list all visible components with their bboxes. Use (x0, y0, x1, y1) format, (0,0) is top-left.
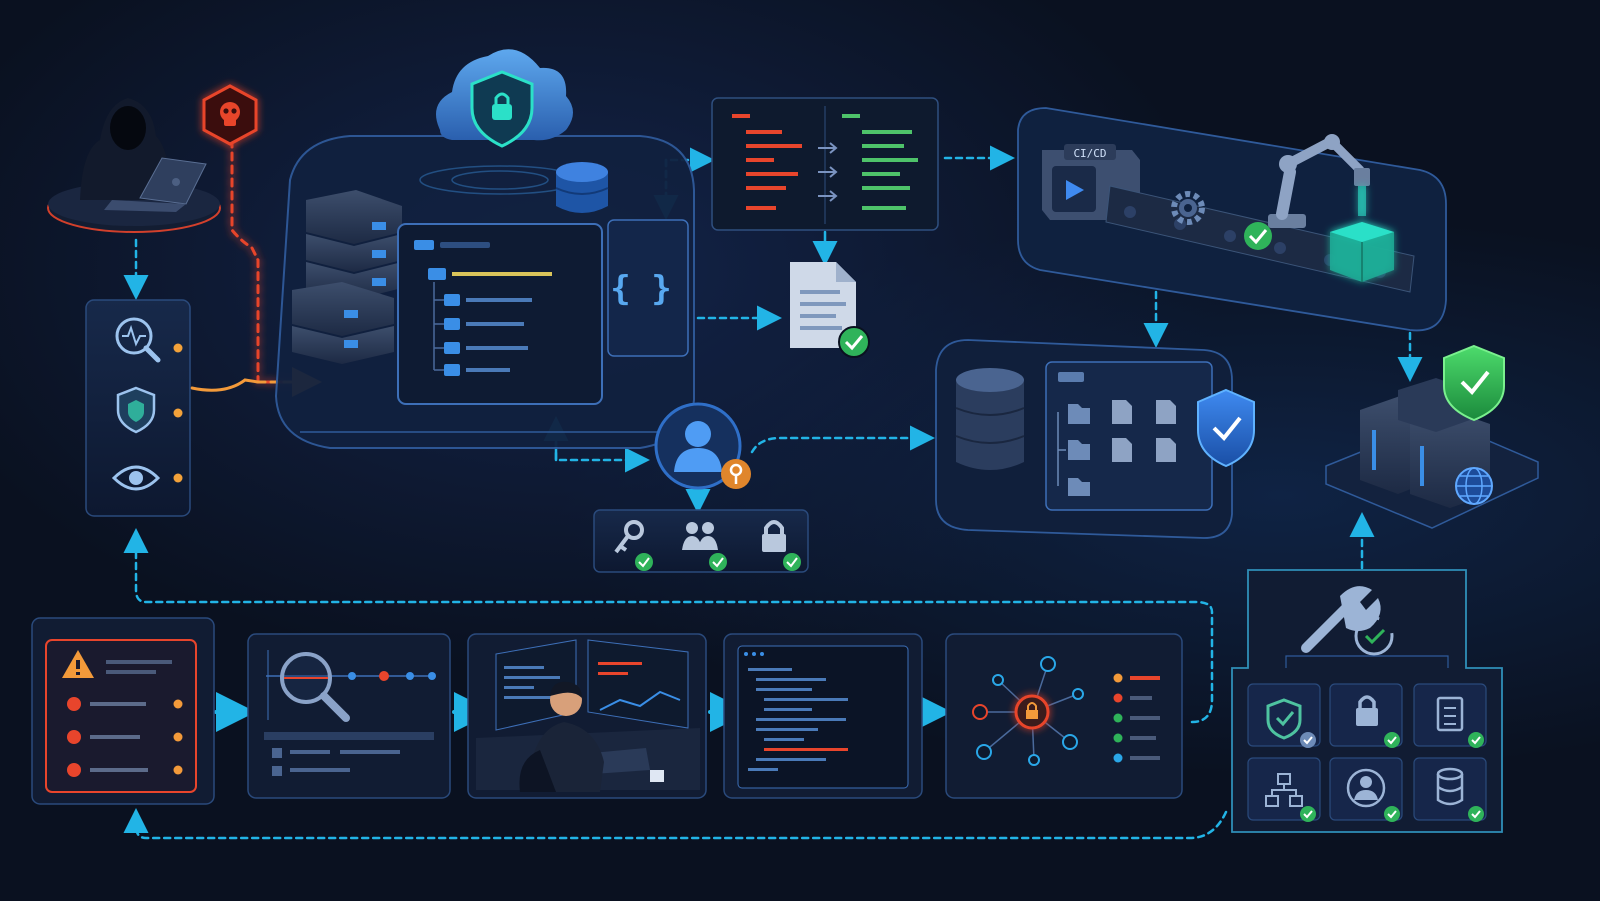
ci-cd-pipeline: CI/CD (1017, 107, 1447, 332)
monitor-link (190, 378, 260, 392)
remediation-controls (1231, 569, 1503, 833)
secure-data-store (935, 339, 1255, 539)
artifact-cube (1330, 186, 1394, 282)
document-check-icon (790, 262, 870, 358)
database-icon (555, 162, 609, 213)
server-stack (292, 190, 402, 364)
database-icon (955, 368, 1025, 470)
analyst-workstation (467, 633, 707, 799)
threat-actor (47, 98, 221, 233)
robot-arm-icon (1268, 134, 1370, 228)
shield-check-icon (1443, 344, 1505, 422)
dev-platform: { } (274, 49, 695, 449)
identity-user-icon (654, 402, 751, 490)
key-icon (614, 520, 644, 554)
deployment-servers (1325, 344, 1539, 529)
skull-icon (202, 84, 258, 146)
threat-path (230, 138, 302, 384)
braces-glyph: { } (610, 269, 671, 309)
users-icon (682, 522, 718, 550)
monitoring-panel (85, 299, 191, 517)
code-editor-panel (723, 633, 923, 799)
heartbeat-search-icon (115, 317, 161, 363)
identity-to-datastore (750, 425, 935, 454)
shield-icon (116, 386, 156, 434)
file-explorer-screen (397, 223, 603, 405)
globe-icon (1455, 467, 1493, 505)
threat-graph-panel (945, 633, 1183, 799)
code-braces-panel: { } (607, 219, 689, 357)
code-diff-panel (711, 97, 939, 231)
gear-icon (1171, 191, 1205, 225)
ci-machine-label: CI/CD (1073, 147, 1106, 160)
feedback-loop-bottom (123, 808, 1228, 840)
wrench-refresh-icon (1301, 586, 1394, 656)
access-controls-panel (593, 509, 809, 573)
lock-icon (762, 520, 786, 552)
shield-check-icon (1197, 388, 1255, 468)
alert-panel (31, 617, 215, 805)
feedback-loop-top (123, 528, 1214, 724)
eye-icon (111, 465, 161, 491)
investigation-panel (247, 633, 451, 799)
